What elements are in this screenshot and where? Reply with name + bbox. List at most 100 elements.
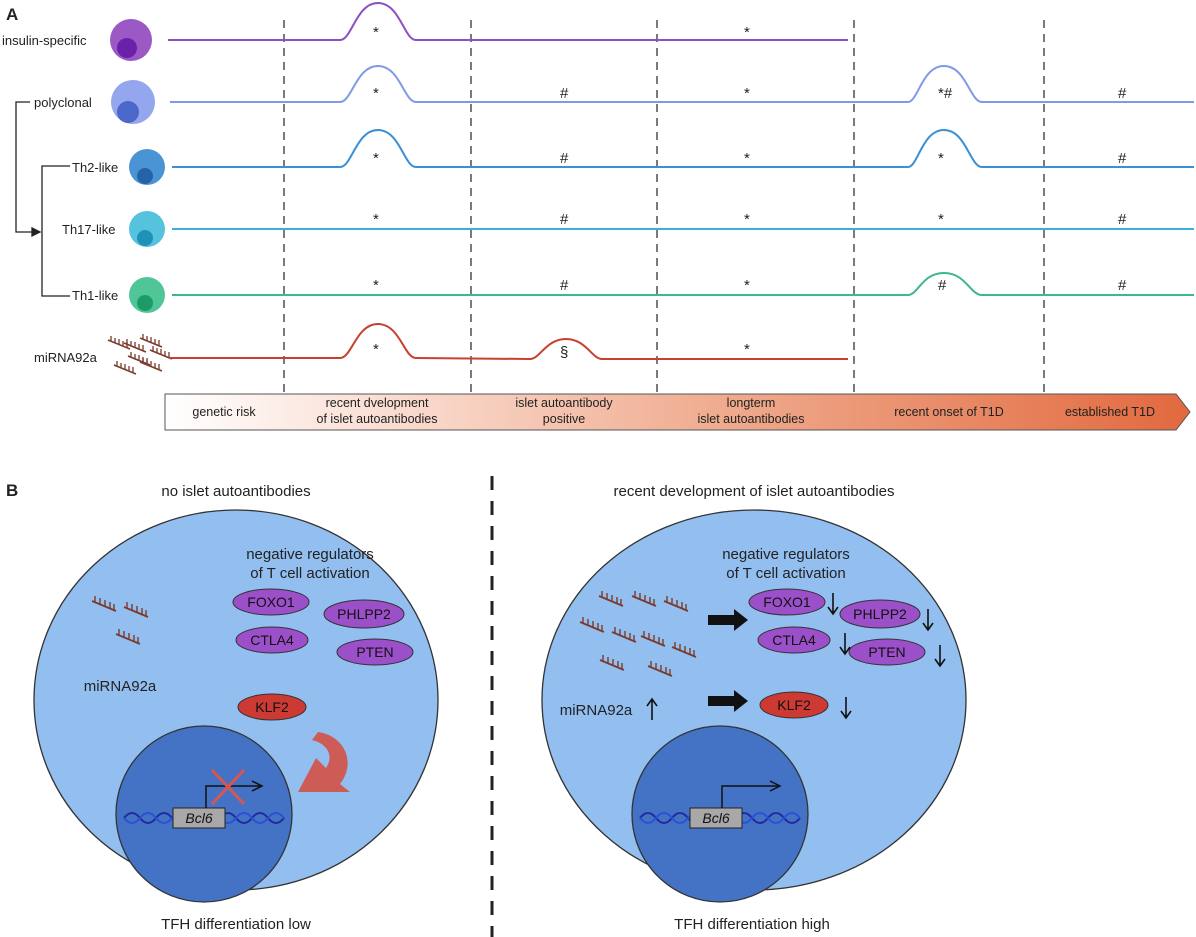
- protein-ctla4: CTLA4: [757, 626, 831, 654]
- symbol: #: [1118, 277, 1127, 294]
- stage-label: islet autoantibody: [515, 396, 613, 410]
- protein-ctla4: CTLA4: [235, 626, 309, 654]
- protein-klf2: KLF2: [237, 693, 307, 721]
- row-label: Th1-like: [72, 288, 118, 303]
- symbol: *: [373, 85, 379, 102]
- mirna-icon: [107, 333, 173, 375]
- lineage-bracket: [15, 101, 70, 297]
- symbol: *: [744, 341, 750, 358]
- trend-line: [168, 1, 848, 41]
- row-th1-like: Th1-like * # * # #: [72, 271, 1194, 313]
- svg-text:CTLA4: CTLA4: [772, 632, 816, 648]
- row-th2-like: Th2-like * # * * #: [72, 128, 1194, 185]
- row-insulin-specific: insulin-specific * *: [2, 1, 848, 61]
- trend-line: [170, 322, 848, 361]
- protein-klf2: KLF2: [759, 691, 829, 719]
- symbol: #: [938, 277, 947, 294]
- stage-label: positive: [543, 412, 585, 426]
- svg-text:KLF2: KLF2: [777, 697, 811, 713]
- down-arrows: [827, 593, 946, 720]
- svg-text:PTEN: PTEN: [356, 644, 393, 660]
- symbol: #: [560, 150, 569, 167]
- stage-label: genetic risk: [192, 405, 256, 419]
- row-label: polyclonal: [34, 95, 92, 110]
- protein-foxo1: FOXO1: [748, 588, 826, 616]
- left-cell-scene: no islet autoantibodies negative regulat…: [33, 483, 439, 933]
- transcription-arrow: [205, 785, 260, 808]
- symbol: #: [560, 85, 569, 102]
- symbol: #: [560, 211, 569, 228]
- symbol: §: [560, 344, 568, 361]
- mirna-label: miRNA92a: [84, 678, 157, 695]
- stage-label: islet autoantibodies: [697, 412, 804, 426]
- symbol: *: [938, 150, 944, 167]
- row-polyclonal: polyclonal * # * *# #: [34, 64, 1194, 124]
- stage-separators: [283, 20, 1045, 430]
- gene-box: [172, 807, 226, 829]
- symbol: #: [560, 277, 569, 294]
- svg-text:PHLPP2: PHLPP2: [337, 606, 391, 622]
- row-th17-like: Th17-like * # * * #: [62, 211, 1194, 247]
- row-label: miRNA92a: [34, 350, 98, 365]
- gene-label: Bcl6: [702, 810, 729, 826]
- inhibit-arrow: [708, 690, 748, 712]
- trend-line: [172, 128, 1194, 168]
- row-label: Th2-like: [72, 160, 118, 175]
- blocked-icon: [210, 768, 246, 806]
- symbol: *: [744, 277, 750, 294]
- svg-text:PTEN: PTEN: [868, 644, 905, 660]
- trend-line: [172, 271, 1194, 296]
- right-cell-scene: recent development of islet autoantibodi…: [541, 483, 967, 933]
- symbol: *: [744, 24, 750, 41]
- symbol: #: [1118, 85, 1127, 102]
- protein-phlpp2: PHLPP2: [323, 599, 405, 629]
- svg-text:FOXO1: FOXO1: [247, 594, 295, 610]
- mirna-label: miRNA92a: [560, 702, 633, 719]
- gene-label: Bcl6: [185, 810, 212, 826]
- protein-pten: PTEN: [336, 638, 414, 666]
- symbol: *: [373, 277, 379, 294]
- svg-text:KLF2: KLF2: [255, 699, 289, 715]
- right-caption: TFH differentiation high: [674, 916, 830, 933]
- transcription-arrow: [721, 785, 778, 808]
- trend-line: [170, 64, 1194, 103]
- svg-text:FOXO1: FOXO1: [763, 594, 811, 610]
- row-label: Th17-like: [62, 222, 115, 237]
- left-caption: TFH differentiation low: [161, 916, 311, 933]
- stage-label: recent dvelopment: [326, 396, 429, 410]
- curved-arrow: [298, 732, 350, 792]
- stage-label: of islet autoantibodies: [317, 412, 438, 426]
- stage-label: recent onset of T1D: [894, 405, 1004, 419]
- symbol: *: [373, 150, 379, 167]
- row-label: insulin-specific: [2, 33, 87, 48]
- regulators-label: negative regulators: [722, 546, 850, 563]
- stage-arrow: genetic risk recent dvelopment of islet …: [164, 393, 1191, 431]
- symbol: *: [373, 211, 379, 228]
- symbol: *: [744, 150, 750, 167]
- protein-phlpp2: PHLPP2: [839, 599, 921, 629]
- svg-text:PHLPP2: PHLPP2: [853, 606, 907, 622]
- symbol: *: [373, 341, 379, 358]
- row-mirna92a: miRNA92a * § *: [34, 322, 848, 375]
- symbol: #: [1118, 150, 1127, 167]
- regulators-label: negative regulators: [246, 546, 374, 563]
- svg-text:CTLA4: CTLA4: [250, 632, 294, 648]
- symbol: #: [1118, 211, 1127, 228]
- symbol: *: [373, 24, 379, 41]
- left-title: no islet autoantibodies: [161, 483, 310, 500]
- panel-a-letter: A: [6, 5, 18, 24]
- protein-pten: PTEN: [848, 638, 926, 666]
- inhibit-arrow: [708, 609, 748, 631]
- symbol: *: [744, 85, 750, 102]
- regulators-label: of T cell activation: [250, 565, 370, 582]
- symbol: *: [938, 211, 944, 228]
- protein-foxo1: FOXO1: [232, 588, 310, 616]
- right-title: recent development of islet autoantibodi…: [613, 483, 894, 500]
- symbol: *: [744, 211, 750, 228]
- stage-label: established T1D: [1065, 405, 1155, 419]
- gene-box: [689, 807, 743, 829]
- symbol: *#: [938, 85, 953, 102]
- up-arrow: [646, 697, 658, 720]
- panel-b-letter: B: [6, 481, 18, 500]
